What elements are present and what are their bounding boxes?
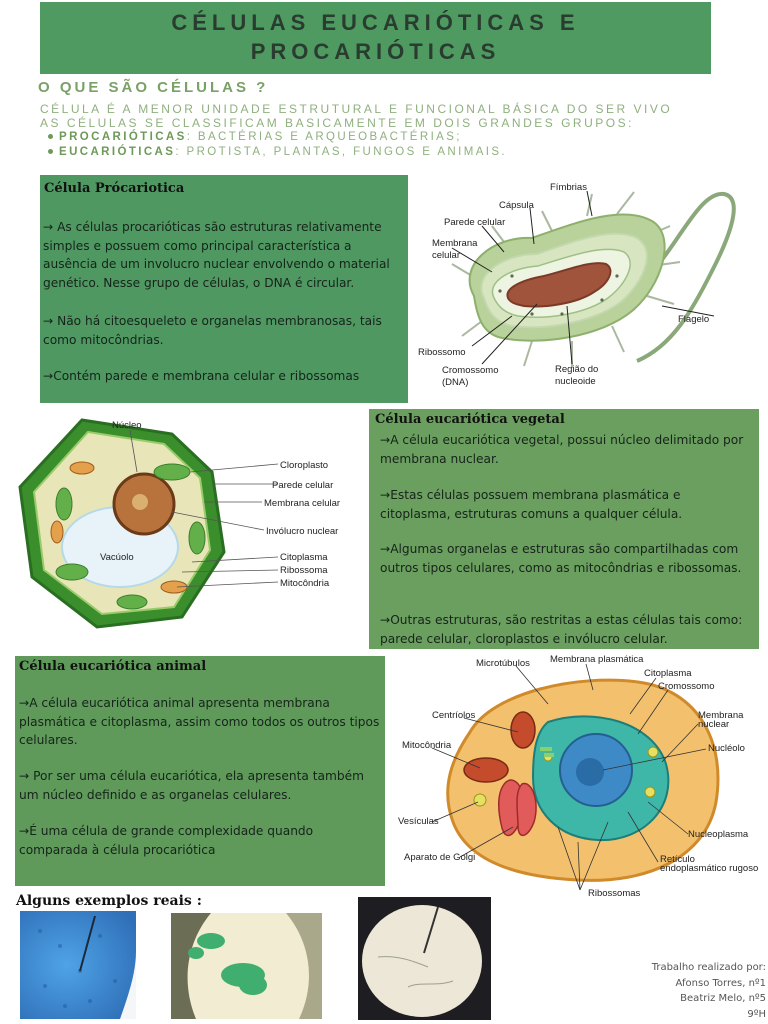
label-cloroplasto: Cloroplasto xyxy=(280,460,328,471)
bullet-eucarioticas: EUCARIÓTICAS: PROTISTA, PLANTAS, FUNGOS … xyxy=(48,146,507,158)
animal-leader-lines xyxy=(431,663,707,891)
label-ribossomas: Ribossomas xyxy=(588,888,641,899)
label-centriolos: Centríolos xyxy=(432,710,476,721)
label-reticulo: Retículo xyxy=(660,854,695,865)
label-microtubulos: Microtúbulos xyxy=(476,658,530,669)
prokaryotic-box: Célula Prócariotica → As células procari… xyxy=(40,175,408,403)
title-banner: CÉLULAS EUCARIÓTICAS E PROCARIÓTICAS xyxy=(40,2,711,74)
bullet-term: PROCARIÓTICAS xyxy=(59,131,187,143)
label-citoplasma: Citoplasma xyxy=(644,668,692,679)
animal-cell-body xyxy=(446,678,720,882)
bullet-procarioticas: PROCARIÓTICAS: BACTÉRIAS E ARQUEOBACTÉRI… xyxy=(48,131,462,143)
page-title-line-2: PROCARIÓTICAS xyxy=(250,39,501,64)
microscope-photo-1 xyxy=(20,911,136,1019)
examples-heading: Alguns exemplos reais : xyxy=(16,893,202,909)
label-ribossoma: Ribossoma xyxy=(280,565,328,576)
credits-class: 9ºH xyxy=(747,1008,766,1020)
prokaryotic-leader-lines xyxy=(451,190,715,365)
animal-box: Célula eucariótica animal →A célula euca… xyxy=(15,656,385,886)
label-reticulo-rugoso: endoplasmático rugoso xyxy=(660,863,758,874)
prokaryotic-paragraph-3: →Contém parede e membrana celular e ribo… xyxy=(43,369,360,383)
label-cromossomo: Cromossomo xyxy=(658,681,715,692)
label-membrana: Membrana xyxy=(432,238,478,249)
prokaryotic-title: Célula Prócariotica xyxy=(44,181,185,196)
microscope-photo-2 xyxy=(171,913,322,1019)
label-mitocondria: Mitocôndria xyxy=(280,578,330,589)
label-vesiculas: Vesículas xyxy=(398,816,439,827)
plant-paragraph-4: →Outras estruturas, são restritas a esta… xyxy=(380,613,743,646)
label-parede-celular: Parede celular xyxy=(272,480,333,491)
label-mitocondria: Mitocôndria xyxy=(402,740,452,751)
plant-leader-lines xyxy=(129,429,279,588)
label-involucro-nuclear: Invólucro nuclear xyxy=(266,526,338,537)
label-nucleoide: nucleoide xyxy=(555,376,596,387)
animal-cell-diagram: Microtúbulos Membrana plasmática Citopla… xyxy=(398,654,758,899)
label-dna: (DNA) xyxy=(442,377,468,388)
label-vacuolo: Vacúolo xyxy=(100,552,134,563)
animal-paragraph-3: →É uma célula de grande complexidade qua… xyxy=(19,824,314,857)
plant-paragraph-2: →Estas células possuem membrana plasmáti… xyxy=(380,488,683,521)
bullet-dot xyxy=(48,134,53,140)
prokaryotic-paragraph-2: → Não há citoesqueleto e organelas membr… xyxy=(43,314,382,347)
label-nuclear: nuclear xyxy=(698,719,729,730)
label-membrana-nuclear: Membrana xyxy=(698,710,744,721)
plant-paragraph-1: →A célula eucariótica vegetal, possui nú… xyxy=(380,433,744,466)
plant-title: Célula eucariótica vegetal xyxy=(375,412,565,427)
label-membrana-plasmatica: Membrana plasmática xyxy=(550,654,644,665)
credits-author-2: Beatriz Melo, nº5 xyxy=(680,993,766,1004)
animal-paragraph-2: → Por ser uma célula eucariótica, ela ap… xyxy=(19,769,364,802)
page-title-line-1: CÉLULAS EUCARIÓTICAS E xyxy=(171,10,580,35)
bullet-term: EUCARIÓTICAS xyxy=(59,146,176,158)
label-regiao: Região do xyxy=(555,364,598,375)
bullet-text: : BACTÉRIAS E ARQUEOBACTÉRIAS; xyxy=(186,131,462,143)
label-membrana-celular: celular xyxy=(432,250,460,261)
plant-box: Célula eucariótica vegetal →A célula euc… xyxy=(369,409,759,649)
section-question: O QUE SÃO CÉLULAS ? xyxy=(38,79,269,96)
label-ribossomo: Ribossomo xyxy=(418,347,466,358)
label-capsula: Cápsula xyxy=(499,200,535,211)
microscope-photo-3 xyxy=(358,897,491,1020)
label-nucleo: Núcleo xyxy=(112,420,142,431)
prokaryotic-cell-diagram: Fímbrias Cápsula Parede celular Membrana… xyxy=(418,182,736,388)
intro-line-2: AS CÉLULAS SE CLASSIFICAM BASICAMENTE EM… xyxy=(40,116,634,130)
label-nucleolo: Nucléolo xyxy=(708,743,745,754)
prokaryotic-paragraph-1: → As células procarióticas são estrutura… xyxy=(43,220,390,290)
bacterium-body xyxy=(451,191,681,368)
label-citoplasma: Citoplasma xyxy=(280,552,328,563)
animal-paragraph-1: →A célula eucariótica animal apresenta m… xyxy=(19,696,380,747)
credits-author-1: Afonso Torres, nº1 xyxy=(675,977,766,989)
plant-cell-body xyxy=(18,418,226,629)
intro-line-1: CÉLULA É A MENOR UNIDADE ESTRUTURAL E FU… xyxy=(40,102,673,116)
label-nucleoplasma: Nucleoplasma xyxy=(688,829,749,840)
credits-heading: Trabalho realizado por: xyxy=(651,962,766,973)
bullet-text: : PROTISTA, PLANTAS, FUNGOS E ANIMAIS. xyxy=(175,146,508,158)
credits: Trabalho realizado por: Afonso Torres, n… xyxy=(652,960,766,1022)
label-fimbrias: Fímbrias xyxy=(550,182,587,193)
label-parede-celular: Parede celular xyxy=(444,217,505,228)
animal-title: Célula eucariótica animal xyxy=(19,659,207,674)
flagellum xyxy=(636,191,736,363)
plant-cell-diagram: Núcleo Cloroplasto Parede celular Membra… xyxy=(18,418,340,629)
plant-paragraph-3: →Algumas organelas e estruturas são comp… xyxy=(380,542,742,575)
label-membrana-celular: Membrana celular xyxy=(264,498,340,509)
label-golgi: Aparato de Golgi xyxy=(404,852,475,863)
label-cromossomo: Cromossomo xyxy=(442,365,499,376)
bullet-dot xyxy=(48,149,53,155)
label-flagelo: Flagelo xyxy=(678,314,709,325)
